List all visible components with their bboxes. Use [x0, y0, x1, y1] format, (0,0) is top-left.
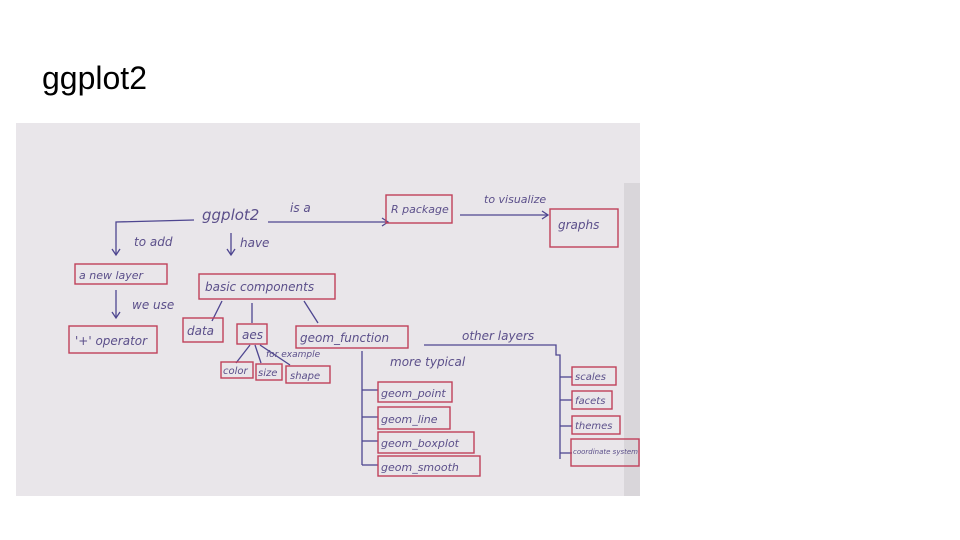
geom-box-1	[377, 406, 451, 430]
edge-label-have: have	[240, 236, 269, 250]
new-layer-node: a new layer	[79, 269, 145, 282]
aes-item-box-shape	[285, 365, 331, 384]
layer-box-0	[571, 366, 617, 386]
geom-box-3	[377, 455, 481, 477]
layer-item-3: coordinate system	[573, 448, 638, 456]
geom-box-2	[377, 431, 475, 454]
aes-item-box-size	[255, 363, 283, 381]
aes-box	[236, 323, 268, 345]
graphs-box	[549, 208, 619, 248]
new-layer-box	[74, 263, 168, 285]
edge-label-for-example: for example	[266, 350, 321, 360]
layer-box-2	[571, 415, 621, 435]
mind-map-diagram: ggplot2 is a R package to visualize grap…	[68, 183, 640, 496]
slide-title: ggplot2	[42, 60, 147, 96]
r-package-node: R package	[391, 203, 449, 216]
graphs-node: graphs	[558, 218, 599, 232]
edge-label-other-layers: other layers	[462, 329, 534, 343]
arrowhead-have	[226, 248, 236, 257]
edge-label-to-add: to add	[134, 235, 173, 249]
layer-item-1: facets	[575, 396, 605, 407]
edge-line-geom-function	[303, 300, 319, 324]
geom-item-3: geom_smooth	[381, 461, 459, 474]
arrowhead-is-a	[381, 217, 390, 227]
aes-node: aes	[242, 328, 263, 342]
data-box	[182, 317, 224, 343]
edge-label-more-typical: more typical	[390, 355, 466, 369]
geom-item-0: geom_point	[381, 387, 446, 400]
aes-item-size: size	[258, 368, 277, 379]
arrowhead-to-add	[111, 248, 121, 257]
r-package-box	[385, 194, 453, 224]
geom-box-0	[377, 381, 453, 403]
aes-item-shape: shape	[290, 371, 320, 382]
geom-item-2: geom_boxplot	[381, 437, 460, 450]
layer-item-2: themes	[575, 421, 613, 432]
aes-item-color: color	[223, 366, 249, 377]
whiteboard-photo: ggplot2 is a R package to visualize grap…	[16, 123, 640, 496]
basic-components-box	[198, 273, 336, 300]
geom-function-box	[295, 325, 409, 349]
arrowhead-we-use	[111, 311, 121, 320]
layer-item-0: scales	[575, 372, 606, 383]
layer-box-3	[570, 438, 640, 467]
plus-operator-box	[68, 325, 158, 354]
edge-label-is-a: is a	[290, 201, 311, 215]
edge-line-color	[235, 344, 251, 364]
photo-edge	[624, 183, 640, 496]
aes-item-box-color	[220, 361, 254, 379]
edge-line-to-add	[115, 219, 195, 255]
plus-operator-node: '+' operator	[75, 334, 148, 348]
basic-components-node: basic components	[205, 280, 314, 294]
edge-label-visualize: to visualize	[484, 193, 546, 206]
layer-box-1	[571, 390, 613, 410]
edge-line-other-layers	[424, 344, 561, 459]
root-node: ggplot2	[202, 206, 259, 224]
arrowhead-visualize	[541, 210, 550, 220]
edge-label-we-use: we use	[132, 298, 174, 312]
edge-line-size	[254, 344, 262, 364]
edge-line-shape	[259, 344, 291, 366]
geom-function-node: geom_function	[300, 331, 389, 345]
geom-item-1: geom_line	[381, 413, 438, 426]
data-node: data	[187, 324, 214, 338]
